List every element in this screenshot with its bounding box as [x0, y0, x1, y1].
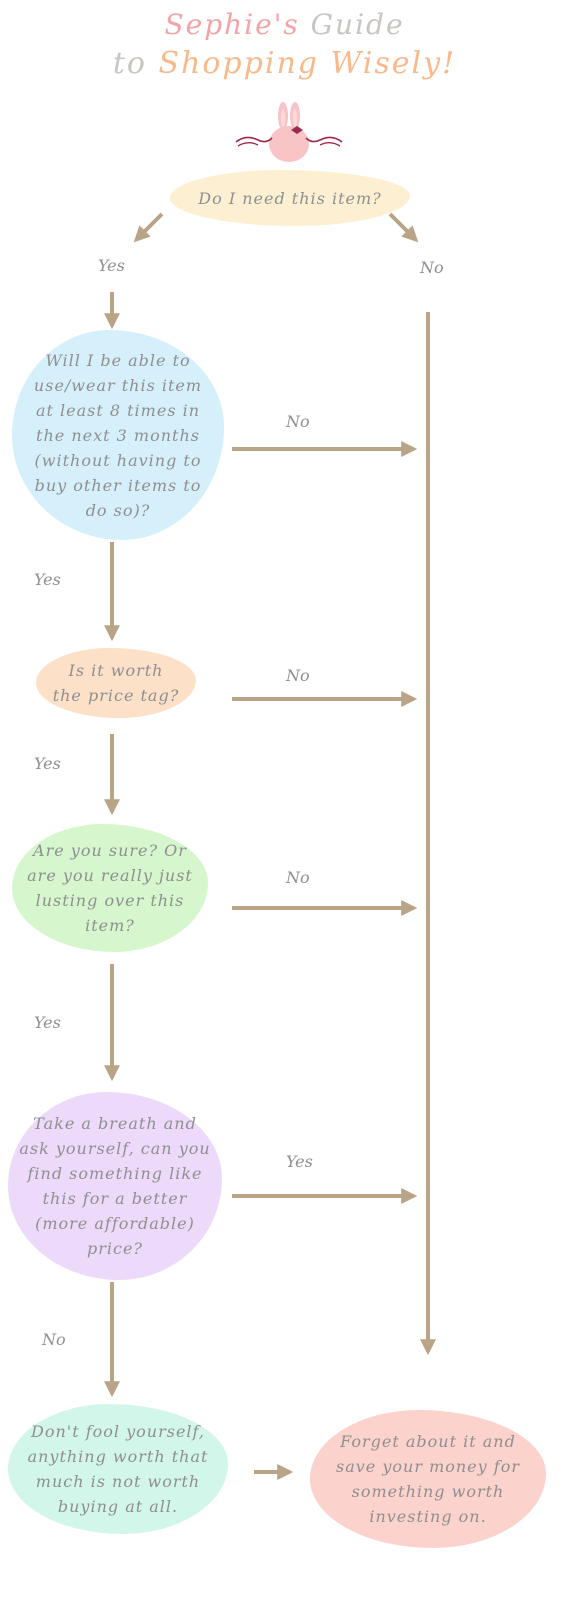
start-node-text: Do I need this item? — [198, 188, 382, 208]
start-node: Do I need this item? — [170, 170, 410, 226]
question-worth-text: Is it worth the price tag? — [52, 661, 180, 705]
title-to: to — [112, 46, 147, 81]
title-line-2: to Shopping Wisely! — [0, 46, 569, 81]
bunny-icon — [235, 102, 343, 162]
question-use-node: Will I be able to use/wear this item at … — [12, 330, 224, 540]
label-start-yes: Yes — [98, 256, 125, 275]
label-worth-no: No — [286, 666, 310, 685]
label-breath-yes: Yes — [286, 1152, 313, 1171]
label-sure-no: No — [286, 868, 310, 887]
label-use-no: No — [286, 412, 310, 431]
title-name: Sephie's — [164, 8, 300, 41]
arrow-start-no — [388, 212, 419, 243]
end-fool-node: Don't fool yourself, anything worth that… — [8, 1404, 228, 1534]
label-sure-yes: Yes — [34, 1013, 61, 1032]
end-forget-node: Forget about it and save your money for … — [310, 1410, 546, 1548]
end-fool-text: Don't fool yourself, anything worth that… — [27, 1422, 209, 1516]
question-sure-node: Are you sure? Or are you really just lus… — [12, 824, 208, 952]
question-breath-node: Take a breath and ask yourself, can you … — [8, 1092, 222, 1280]
title-line-1: Sephie's Guide — [0, 8, 569, 41]
label-use-yes: Yes — [34, 570, 61, 589]
title-shopping-wisely: Shopping Wisely! — [158, 46, 457, 81]
label-start-no: No — [420, 258, 444, 277]
question-worth-node: Is it worth the price tag? — [36, 648, 196, 718]
question-breath-text: Take a breath and ask yourself, can you … — [19, 1114, 211, 1258]
label-breath-no: No — [42, 1330, 66, 1349]
title-guide: Guide — [310, 8, 405, 41]
label-worth-yes: Yes — [34, 754, 61, 773]
question-use-text: Will I be able to use/wear this item at … — [33, 350, 203, 520]
end-forget-text: Forget about it and save your money for … — [336, 1432, 520, 1526]
question-sure-text: Are you sure? Or are you really just lus… — [27, 841, 193, 935]
arrow-start-yes — [133, 212, 164, 243]
